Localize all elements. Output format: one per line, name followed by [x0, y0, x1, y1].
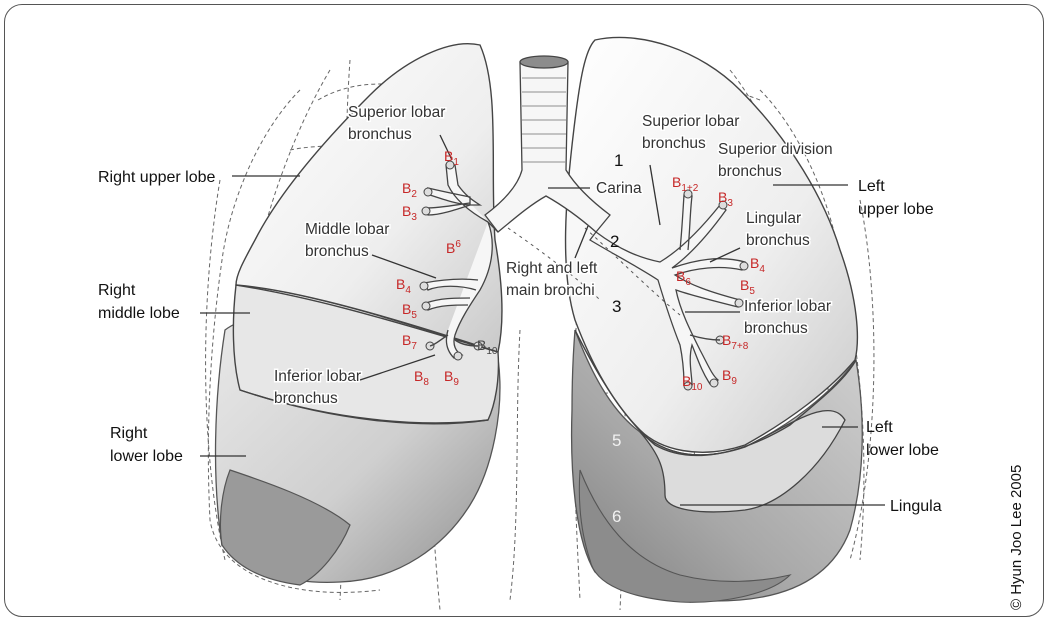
label-right-inferior-lobar-line1: Inferior lobar — [274, 368, 361, 385]
label-lingular-line2: bronchus — [746, 232, 810, 249]
label-left-superior-lobar-line2: bronchus — [642, 135, 706, 152]
label-main-bronchi-line1: Right and left — [506, 260, 598, 277]
label-lingula: Lingula — [890, 498, 942, 515]
label-left-superior-lobar-line1: Superior lobar — [642, 113, 739, 130]
copyright-text: © Hyun Joo Lee 2005 — [1008, 390, 1030, 610]
label-right-superior-lobar-line1: Superior lobar — [348, 104, 445, 121]
label-lingular-line1: Lingular — [746, 210, 801, 227]
label-superior-division-line2: bronchus — [718, 163, 782, 180]
label-right-middle-lobar-line1: Middle lobar — [305, 221, 389, 238]
label-left-lower-lobe-line1: Left — [866, 419, 893, 436]
marker-3: 3 — [612, 297, 621, 316]
label-left-inferior-lobar-line2: bronchus — [744, 320, 808, 337]
marker-4: 4 — [612, 370, 621, 389]
marker-2: 2 — [610, 232, 619, 251]
trachea-opening — [520, 56, 568, 68]
marker-1: 1 — [614, 151, 623, 170]
marker-5: 5 — [612, 431, 621, 450]
label-left-upper-lobe-line2: upper lobe — [858, 201, 934, 218]
label-right-middle-lobe-line2: middle lobe — [98, 305, 180, 322]
label-left-inferior-lobar-line1: Inferior lobar — [744, 298, 831, 315]
label-right-middle-lobe-line1: Right — [98, 282, 136, 299]
label-left-upper-lobe-line1: Left — [858, 178, 885, 195]
marker-6: 6 — [612, 507, 621, 526]
label-right-lower-lobe-line1: Right — [110, 425, 148, 442]
label-left-lower-lobe-line2: lower lobe — [866, 442, 939, 459]
label-superior-division-line1: Superior division — [718, 141, 833, 158]
label-right-upper-lobe: Right upper lobe — [98, 169, 216, 186]
label-right-lower-lobe-line2: lower lobe — [110, 448, 183, 465]
label-right-middle-lobar-line2: bronchus — [305, 243, 369, 260]
label-right-inferior-lobar-line2: bronchus — [274, 390, 338, 407]
label-carina: Carina — [596, 180, 642, 197]
label-right-superior-lobar-line2: bronchus — [348, 126, 412, 143]
label-main-bronchi-line2: main bronchi — [506, 282, 595, 299]
